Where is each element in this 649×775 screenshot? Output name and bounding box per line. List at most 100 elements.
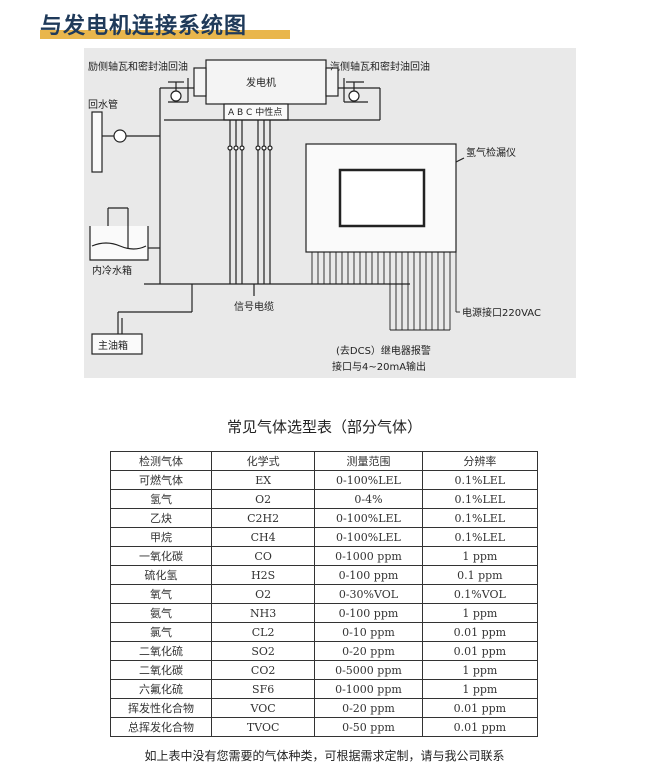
cell-gas: 一氧化碳 bbox=[109, 546, 213, 566]
cell-formula: EX bbox=[211, 470, 316, 490]
cooling-tank-label: 内冷水箱 bbox=[92, 264, 132, 277]
dcs-label-2: 接口与4~20mA输出 bbox=[332, 360, 426, 373]
cell-resolution: 0.1%LEL bbox=[421, 527, 539, 547]
cell-range: 0-1000 ppm bbox=[314, 679, 423, 699]
cell-formula: H2S bbox=[211, 565, 316, 585]
diagram-svg: 励侧轴瓦和密封油回油 汽侧轴瓦和密封油回油 发电机 A B C 中性点 回水管 … bbox=[88, 59, 541, 373]
header-range: 测量范围 bbox=[314, 451, 423, 471]
cell-gas: 总挥发化合物 bbox=[109, 717, 213, 737]
cell-formula: CO2 bbox=[211, 660, 316, 680]
cell-gas: 甲烷 bbox=[109, 527, 213, 547]
cell-range: 0-5000 ppm bbox=[314, 660, 423, 680]
cell-formula: SO2 bbox=[211, 641, 316, 661]
signal-cable-label: 信号电缆 bbox=[234, 300, 274, 313]
cell-formula: VOC bbox=[211, 698, 316, 718]
cell-gas: 氧气 bbox=[109, 584, 213, 604]
exciter-oil-label: 励侧轴瓦和密封油回油 bbox=[88, 60, 188, 73]
cell-resolution: 0.1 ppm bbox=[421, 565, 539, 585]
cell-range: 0-100 ppm bbox=[314, 603, 423, 623]
cell-formula: NH3 bbox=[211, 603, 316, 623]
cell-gas: 氯气 bbox=[109, 622, 213, 642]
header-formula: 化学式 bbox=[211, 451, 316, 471]
page-title: 与发电机连接系统图 bbox=[40, 14, 248, 39]
cell-gas: 氨气 bbox=[109, 603, 213, 623]
cooling-tank bbox=[89, 226, 149, 261]
generator-left-end bbox=[193, 67, 207, 97]
detector-screen bbox=[338, 168, 426, 228]
cell-range: 0-100 ppm bbox=[314, 565, 423, 585]
cell-range: 0-4% bbox=[314, 489, 423, 509]
cell-range: 0-100%LEL bbox=[314, 508, 423, 528]
cell-formula: TVOC bbox=[211, 717, 316, 737]
cell-formula: SF6 bbox=[211, 679, 316, 699]
footer-note: 如上表中没有您需要的气体种类，可根据需求定制，请与我公司联系 bbox=[144, 749, 505, 763]
return-pipe-label: 回水管 bbox=[88, 98, 118, 111]
header-gas: 检测气体 bbox=[109, 451, 213, 471]
title-banner: 与发电机连接系统图 bbox=[40, 10, 290, 40]
cell-gas: 乙炔 bbox=[109, 508, 213, 528]
cell-gas: 可燃气体 bbox=[109, 470, 213, 490]
cell-gas: 六氟化硫 bbox=[109, 679, 213, 699]
detector-label: 氢气检漏仪 bbox=[466, 146, 516, 159]
cell-resolution: 1 ppm bbox=[421, 603, 539, 623]
cell-range: 0-100%LEL bbox=[314, 470, 423, 490]
pipe-sensor-icon bbox=[113, 129, 127, 143]
title-underline bbox=[40, 30, 290, 39]
cell-resolution: 0.01 ppm bbox=[421, 698, 539, 718]
cell-range: 0-30%VOL bbox=[314, 584, 423, 604]
cell-resolution: 1 ppm bbox=[421, 679, 539, 699]
phases-label: A B C 中性点 bbox=[228, 106, 282, 118]
cell-resolution: 1 ppm bbox=[421, 546, 539, 566]
cell-resolution: 0.1%LEL bbox=[421, 508, 539, 528]
cell-gas: 挥发性化合物 bbox=[109, 698, 213, 718]
cell-range: 0-20 ppm bbox=[314, 698, 423, 718]
cell-formula: O2 bbox=[211, 584, 316, 604]
cell-range: 0-10 ppm bbox=[314, 622, 423, 642]
cell-gas: 氢气 bbox=[109, 489, 213, 509]
main-oil-tank bbox=[91, 333, 143, 355]
cell-range: 0-1000 ppm bbox=[314, 546, 423, 566]
cell-resolution: 0.1%LEL bbox=[421, 489, 539, 509]
generator-right-end bbox=[325, 67, 339, 97]
cell-formula: CO bbox=[211, 546, 316, 566]
cell-formula: CH4 bbox=[211, 527, 316, 547]
cell-range: 0-100%LEL bbox=[314, 527, 423, 547]
cell-resolution: 0.01 ppm bbox=[421, 641, 539, 661]
right-valve-icon bbox=[348, 90, 360, 102]
power-label: 电源接口220VAC bbox=[462, 306, 541, 319]
cell-resolution: 0.01 ppm bbox=[421, 717, 539, 737]
cell-resolution: 0.01 ppm bbox=[421, 622, 539, 642]
cell-range: 0-20 ppm bbox=[314, 641, 423, 661]
main-tank-label: 主油箱 bbox=[98, 339, 128, 352]
cell-gas: 硫化氢 bbox=[109, 565, 213, 585]
cell-gas: 二氧化碳 bbox=[109, 660, 213, 680]
cell-resolution: 1 ppm bbox=[421, 660, 539, 680]
cell-resolution: 0.1%VOL bbox=[421, 584, 539, 604]
table-title: 常见气体选型表（部分气体） bbox=[226, 418, 422, 436]
cell-gas: 二氧化硫 bbox=[109, 641, 213, 661]
return-pipe bbox=[91, 111, 103, 173]
cell-resolution: 0.1%LEL bbox=[421, 470, 539, 490]
table-header-row: 检测气体 化学式 测量范围 分辨率 bbox=[109, 451, 539, 471]
cell-formula: CL2 bbox=[211, 622, 316, 642]
left-valve-icon bbox=[170, 90, 182, 102]
cell-range: 0-50 ppm bbox=[314, 717, 423, 737]
generator-label: 发电机 bbox=[246, 76, 276, 89]
cell-formula: C2H2 bbox=[211, 508, 316, 528]
connection-diagram: 励侧轴瓦和密封油回油 汽侧轴瓦和密封油回油 发电机 A B C 中性点 回水管 … bbox=[84, 48, 576, 378]
dcs-label-1: (去DCS）继电器报警 bbox=[336, 344, 431, 357]
